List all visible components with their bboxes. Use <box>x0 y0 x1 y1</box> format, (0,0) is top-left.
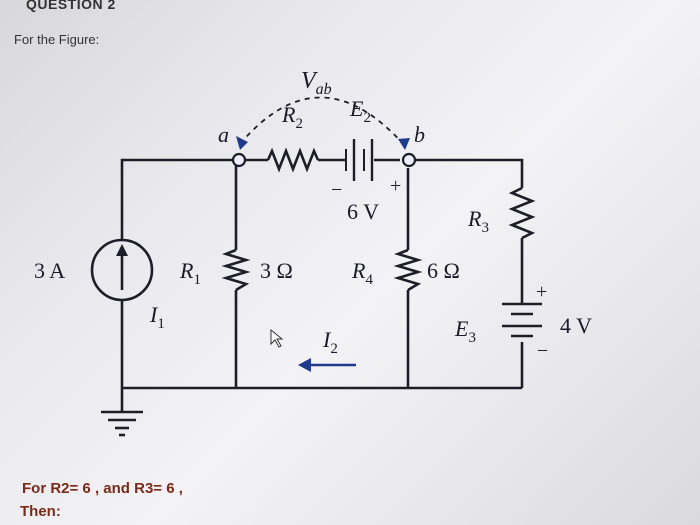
r4-label: R4 <box>351 258 373 288</box>
resistor-r3 <box>508 186 536 240</box>
current-source <box>90 238 154 302</box>
e2-label: E2 <box>349 96 371 126</box>
circuit-wires <box>120 158 524 412</box>
e3-value: 4 V <box>560 313 592 338</box>
e3-label: E3 <box>454 316 476 346</box>
resistor-r4 <box>393 248 423 292</box>
question-title: QUESTION 2 <box>26 0 116 12</box>
ground-symbol <box>101 410 143 437</box>
mouse-cursor-icon <box>270 328 284 348</box>
e3-plus-sign: + <box>536 281 547 303</box>
e2-minus-sign: − <box>331 179 342 201</box>
source-value: 3 A <box>34 258 65 283</box>
question-intro: For the Figure: <box>14 32 100 47</box>
node-a-label: a <box>218 122 229 147</box>
then-label: Then: <box>20 503 61 520</box>
e3-minus-sign: − <box>537 340 548 362</box>
battery-e2 <box>345 139 374 181</box>
i2-label: I2 <box>322 327 338 357</box>
r3-label: R3 <box>467 206 489 236</box>
node-b-label: b <box>414 122 425 147</box>
r4-value: 6 Ω <box>427 258 460 283</box>
given-values: For R2= 6 , and R3= 6 , <box>22 480 183 497</box>
battery-e3 <box>502 302 542 338</box>
vab-voltage-arc <box>236 96 410 150</box>
node-a-terminal <box>231 152 247 168</box>
node-b-terminal <box>401 152 417 168</box>
vab-label: Vab <box>301 68 332 98</box>
i1-label: I1 <box>149 302 165 332</box>
r1-value: 3 Ω <box>260 258 293 283</box>
e2-value: 6 V <box>347 199 379 224</box>
r1-label: R1 <box>179 258 201 288</box>
r2-label: R2 <box>281 102 303 132</box>
resistor-r1 <box>221 248 251 292</box>
i2-current-arrow <box>298 358 356 372</box>
resistor-r2 <box>266 147 320 173</box>
e2-plus-sign: + <box>390 175 401 197</box>
